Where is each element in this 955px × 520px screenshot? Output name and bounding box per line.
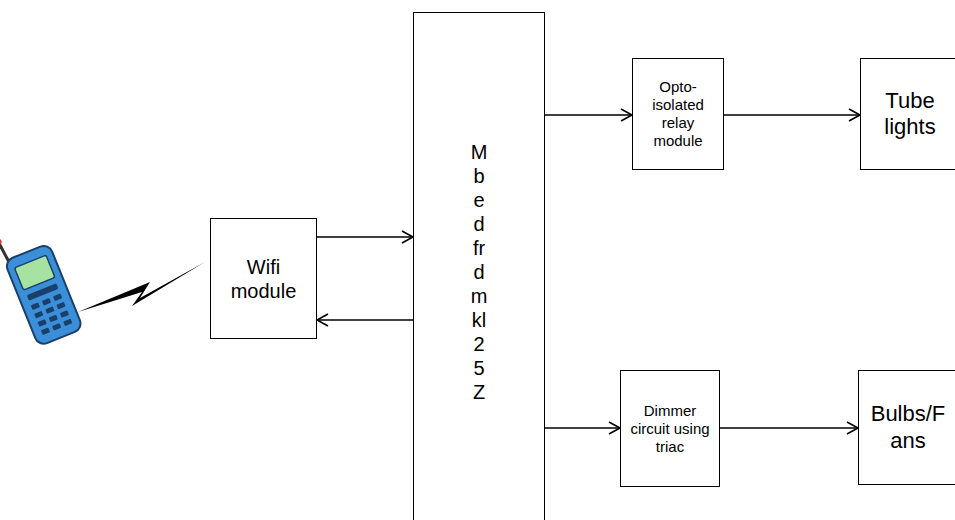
- box-label: Tube lights: [867, 88, 953, 141]
- arrow-connector: [317, 231, 413, 243]
- box-label: Wifi module: [217, 255, 310, 303]
- box-label: Mbed frdm kl25Z: [471, 140, 488, 404]
- arrow-connector: [545, 109, 632, 121]
- dimmer-box: Dimmer circuit using triac: [620, 370, 720, 487]
- mobile-phone: [0, 222, 83, 347]
- arrow-connector: [720, 422, 858, 434]
- box-label: Bulbs/Fans: [865, 401, 951, 454]
- box-label: Dimmer circuit using triac: [627, 402, 713, 456]
- box-label: Opto-isolated relay module: [639, 78, 717, 150]
- wireless-bolt: [78, 262, 205, 312]
- relay-box: Opto-isolated relay module: [632, 58, 724, 170]
- load-box: Tube lights: [860, 58, 955, 170]
- load-box: Bulbs/Fans: [858, 370, 955, 485]
- arrow-connector: [724, 109, 860, 121]
- arrow-connector: [545, 422, 620, 434]
- module-box: Wifi module: [210, 218, 317, 339]
- controller-box: Mbed frdm kl25Z: [413, 12, 545, 520]
- arrow-connector: [317, 314, 413, 326]
